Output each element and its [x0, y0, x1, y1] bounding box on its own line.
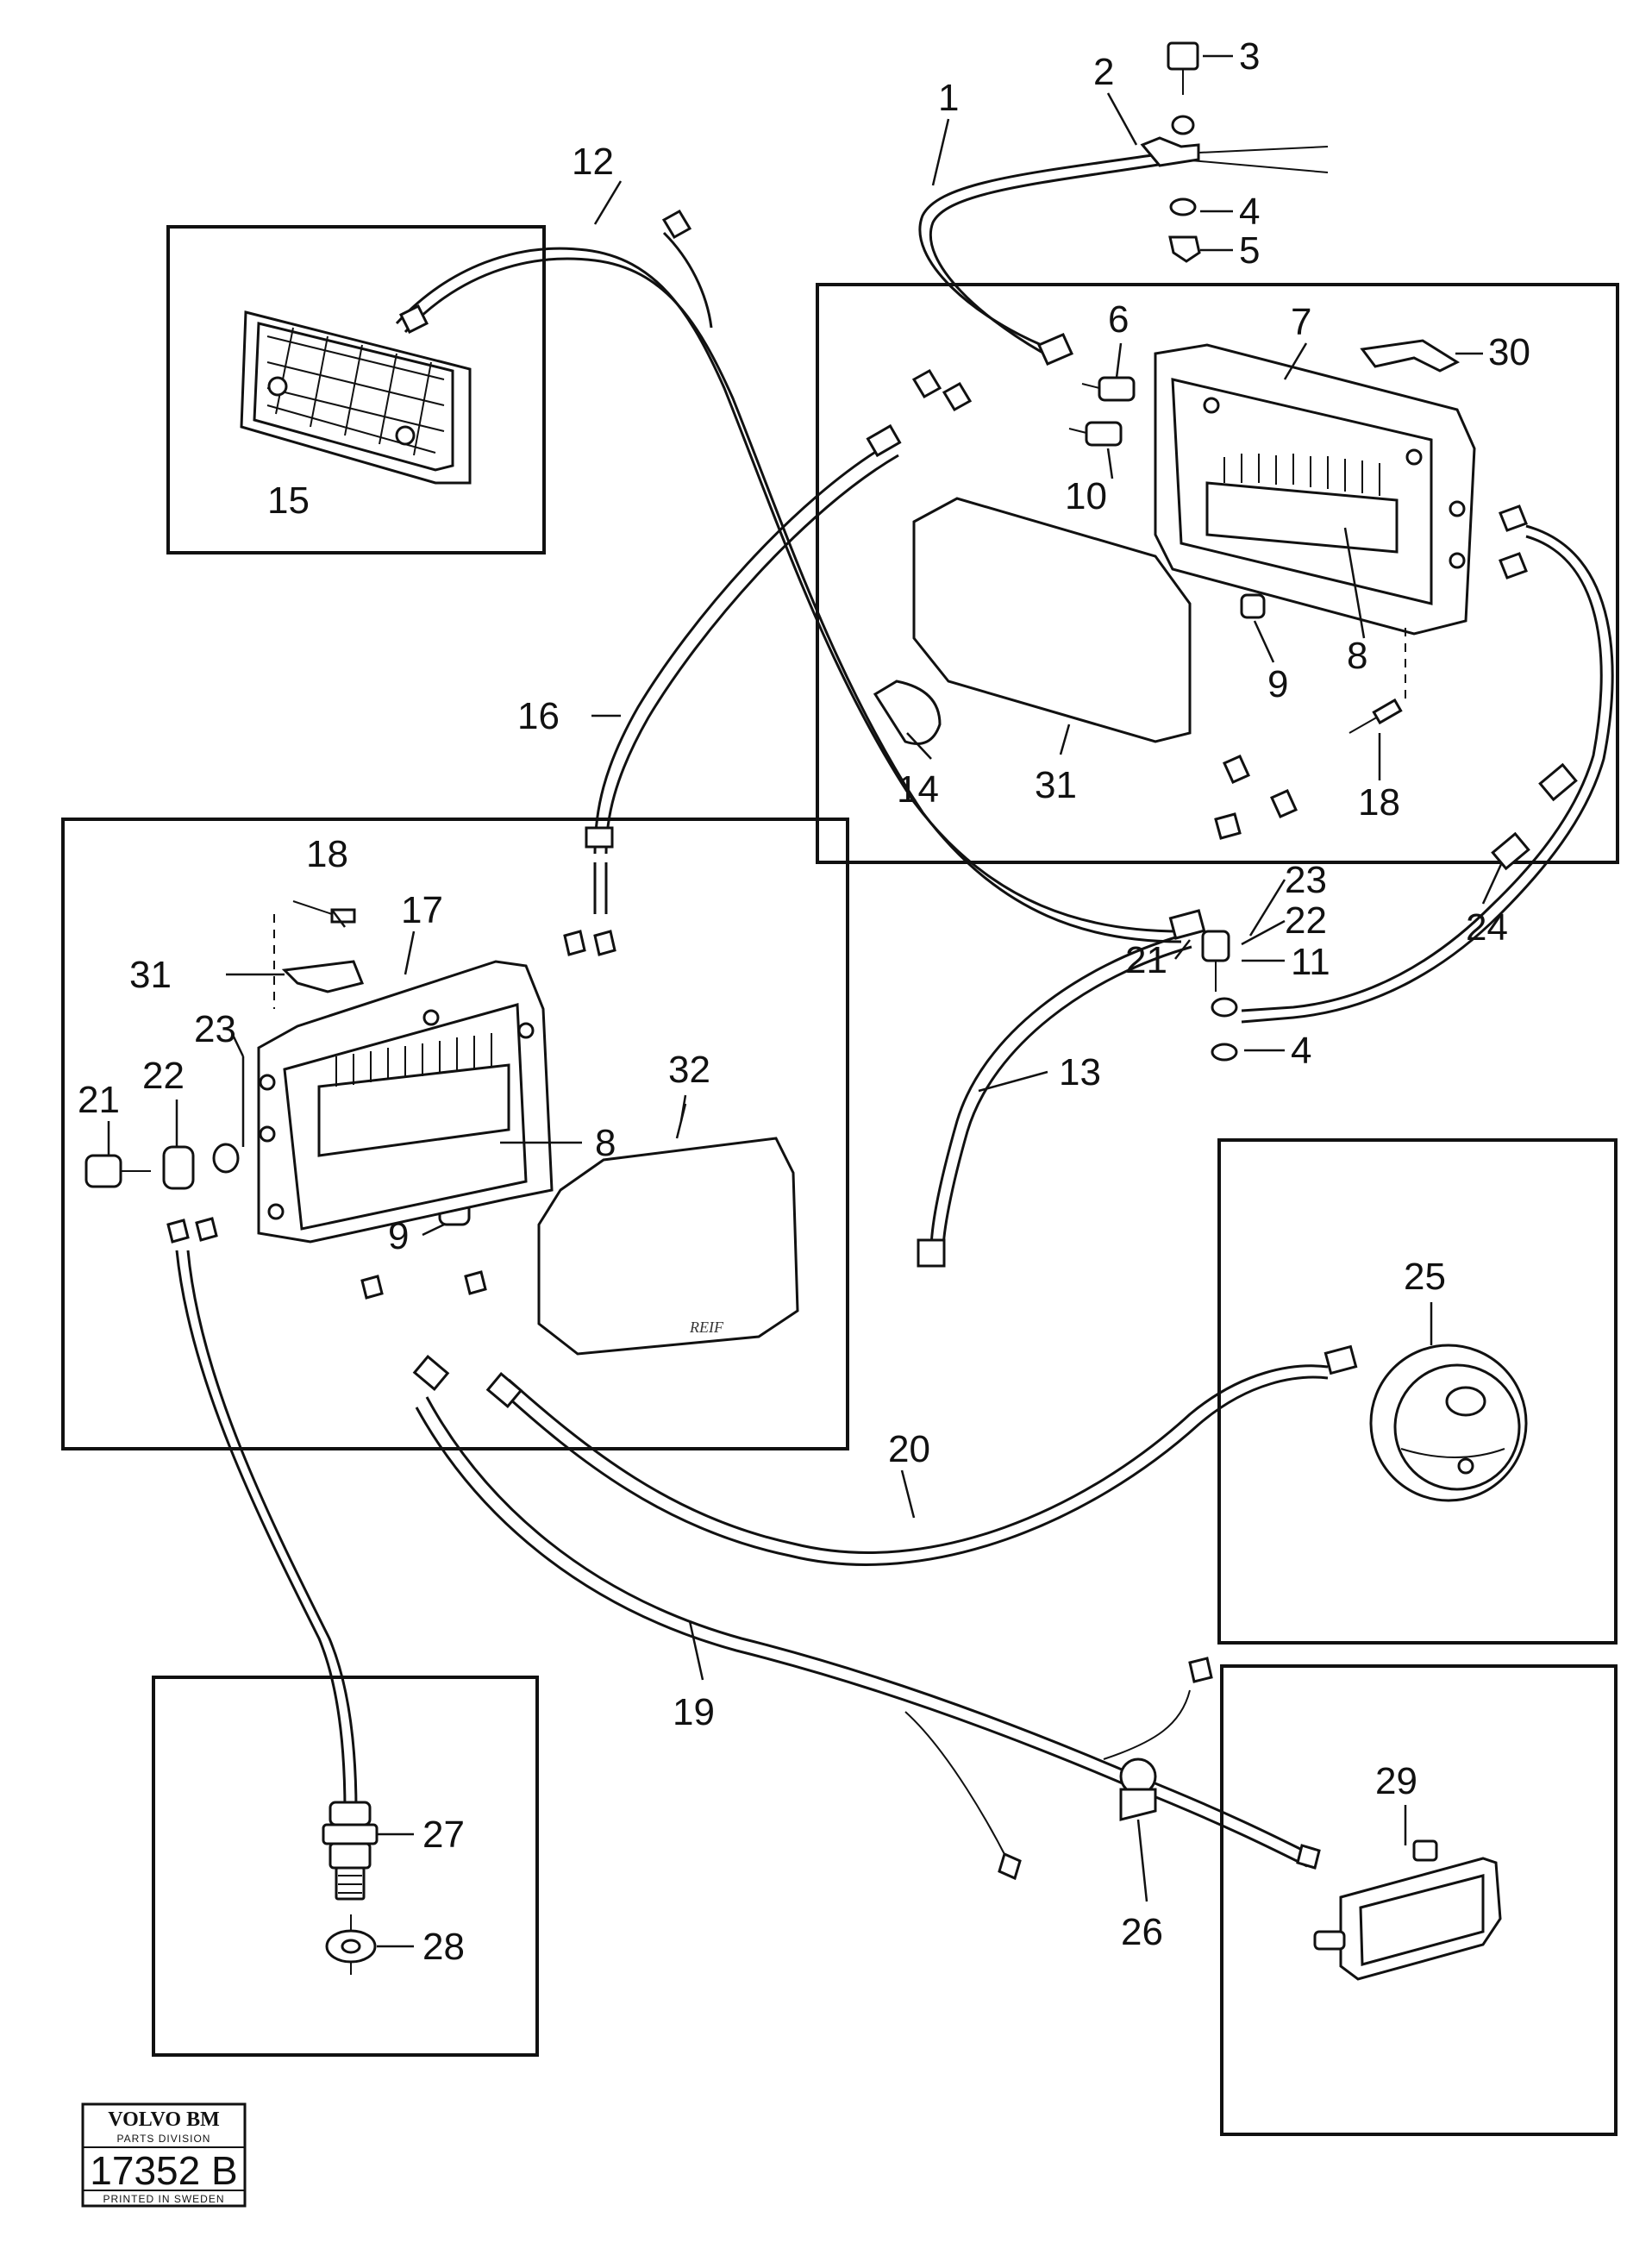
clamp-26 [1119, 1757, 1157, 1821]
connector-group [166, 209, 1528, 1881]
wire-harness-13 [929, 934, 1192, 1251]
wire-harness-12 [395, 231, 1182, 943]
callout-19: 19 [673, 1691, 715, 1733]
handwritten-note: REIF [689, 1319, 724, 1336]
callout-28: 28 [422, 1926, 465, 1968]
callout-32: 32 [668, 1049, 710, 1091]
grommet-9-right [1240, 593, 1266, 619]
callout-29: 29 [1375, 1760, 1417, 1802]
callout-6: 6 [1108, 298, 1129, 341]
callout-18-left: 18 [306, 833, 348, 875]
callout-25: 25 [1404, 1256, 1446, 1298]
callout-10: 10 [1065, 475, 1107, 517]
callout-16: 16 [517, 695, 560, 737]
inset-box-gauge [1217, 1138, 1618, 1645]
pin-18-right [1349, 621, 1406, 734]
bolt-assembly-top [1140, 41, 1201, 263]
marker-lamp-29 [1313, 1839, 1502, 1981]
wire-harness-16 [593, 442, 899, 914]
callout-9-left: 9 [388, 1215, 409, 1257]
relay-cover-right [912, 497, 1192, 743]
callout-8-right: 8 [1347, 635, 1367, 677]
washer-28 [325, 1914, 377, 1975]
callout-13: 13 [1059, 1051, 1101, 1093]
callout-21-right: 21 [1125, 939, 1167, 981]
callout-8-left: 8 [595, 1122, 616, 1164]
callout-21-left: 21 [78, 1079, 120, 1121]
callout-31-left: 31 [129, 954, 172, 996]
callout-18-right: 18 [1358, 781, 1400, 824]
switch-27 [322, 1801, 379, 1901]
callout-27: 27 [422, 1814, 465, 1856]
clip-part-30 [1360, 339, 1461, 373]
callout-5: 5 [1239, 229, 1260, 272]
screw-assembly-right [1201, 930, 1238, 1062]
callout-12: 12 [572, 141, 614, 183]
inset-box-switch [152, 1676, 539, 2057]
screw-assembly-left [84, 1143, 240, 1190]
callout-14: 14 [897, 768, 939, 811]
wire-harness-19 [415, 1396, 1311, 1868]
fuse-holders-right [1068, 376, 1136, 447]
callout-23-right: 23 [1285, 859, 1327, 901]
callout-30: 30 [1488, 331, 1530, 373]
callout-1: 1 [938, 77, 959, 119]
relay-cover-left: REIF [537, 1137, 799, 1356]
wire-harness-1 [918, 146, 1329, 360]
callout-11: 11 [1291, 941, 1330, 983]
inset-box-rear-lamp [166, 225, 546, 554]
stamp-printed: PRINTED IN SWEDEN [103, 2193, 224, 2205]
callout-9-right: 9 [1267, 663, 1288, 705]
callout-20: 20 [888, 1428, 930, 1470]
callout-7: 7 [1291, 301, 1311, 343]
grommet-group [412, 423, 1578, 1408]
clip-part-31-left [281, 960, 365, 993]
callout-24: 24 [1466, 906, 1508, 949]
relay-box-left [257, 960, 554, 1244]
callout-4-top: 4 [1239, 191, 1260, 233]
rear-lamp [240, 310, 472, 485]
leader-lines [107, 54, 1504, 1948]
inset-box-relay-left [61, 818, 849, 1450]
pin-18-left [273, 900, 356, 1009]
callout-23-left: 23 [194, 1008, 236, 1050]
callout-22-right: 22 [1285, 899, 1327, 942]
stamp-division: PARTS DIVISION [117, 2133, 211, 2145]
inset-box-relay-right [816, 283, 1619, 864]
callout-17: 17 [401, 889, 443, 931]
relay-box-right [1154, 343, 1476, 636]
wire-harness-24 [1241, 524, 1614, 1024]
stamp-brand: VOLVO BM [108, 2108, 220, 2131]
callout-3: 3 [1239, 35, 1260, 78]
callout-2: 2 [1093, 51, 1114, 93]
wire-harness-27 [175, 1250, 358, 1812]
gauge-25 [1369, 1344, 1528, 1502]
callout-22-left: 22 [142, 1055, 185, 1097]
callout-4-right: 4 [1291, 1030, 1311, 1072]
callout-labels: 1 2 3 4 5 6 7 30 10 8 9 14 31 18 12 15 1… [78, 35, 1530, 1968]
callout-26: 26 [1121, 1911, 1163, 1953]
volvo-parts-stamp: VOLVO BM PARTS DIVISION 17352 B PRINTED … [81, 2102, 247, 2208]
callout-31-right: 31 [1035, 764, 1077, 806]
callout-15: 15 [267, 479, 310, 522]
wire-harness-20 [498, 1364, 1329, 1566]
stamp-number: 17352 B [90, 2148, 237, 2193]
inset-box-marker-lamp [1220, 1664, 1618, 2136]
